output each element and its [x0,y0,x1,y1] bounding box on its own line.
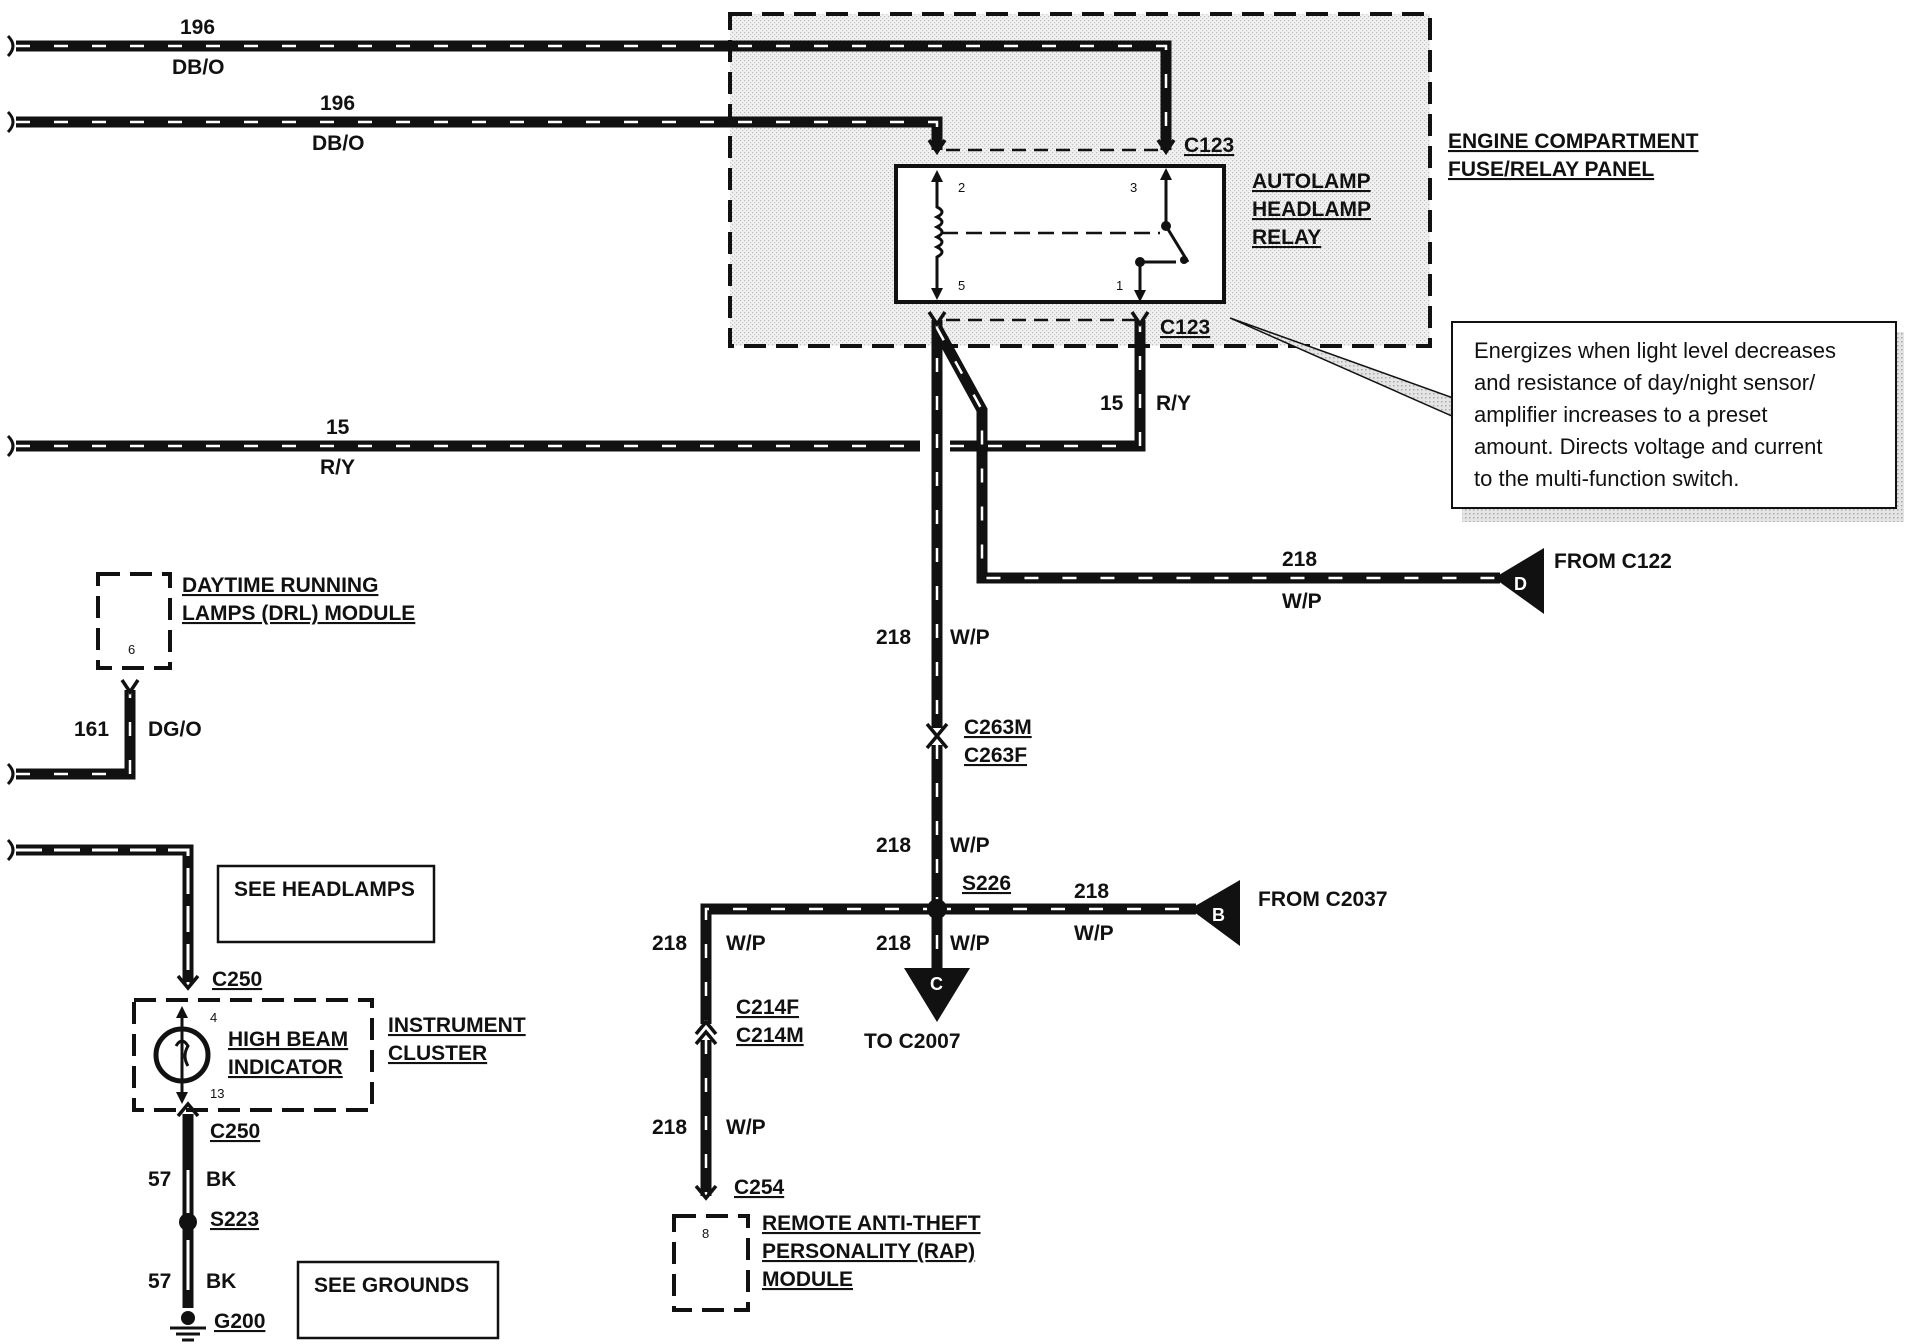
wire-161-color: DG/O [148,718,202,741]
wire-218-low-number: 218 [652,1116,687,1139]
wire-196-top-number: 196 [180,16,215,39]
relay-label-1: AUTOLAMP [1252,170,1371,193]
c250-top-label: C250 [212,968,262,991]
flag-c-letter: C [930,974,943,994]
see-headlamps-label: SEE HEADLAMPS [234,878,415,901]
wire-218-d-color: W/P [1282,590,1322,613]
s223-label: S223 [210,1208,259,1231]
c263f-label: C263F [964,744,1027,767]
ref-flag-b: B [1190,880,1240,946]
flag-b-letter: B [1212,905,1225,925]
rap-pin: 8 [702,1226,709,1241]
relay-pin-3: 3 [1130,180,1137,195]
note-line-2: and resistance of day/night sensor/ [1474,370,1816,395]
wire-218-mid-number: 218 [876,834,911,857]
c254-label: C254 [734,1176,785,1199]
wire-57b-color: BK [206,1270,236,1293]
see-headlamps-box [216,864,436,944]
wire-218-b-number: 218 [1074,880,1109,903]
c250-bottom-label: C250 [210,1120,260,1143]
drl-label-1: DAYTIME RUNNING [182,574,378,597]
relay-pin-2: 2 [958,180,965,195]
note-line-5: to the multi-function switch. [1474,466,1739,491]
wire-57b-number: 57 [148,1270,171,1293]
g200-label: G200 [214,1310,265,1333]
see-grounds-label: SEE GROUNDS [314,1274,469,1297]
drl-pin: 6 [128,642,135,657]
wire-218-low-color: W/P [726,1116,766,1139]
indicator-label-2: INDICATOR [228,1056,343,1079]
rap-label-3: MODULE [762,1268,853,1291]
wire-218-from-c122 [932,325,1500,584]
cluster-pin-13: 13 [210,1086,224,1101]
from-c122-label: FROM C122 [1554,550,1672,573]
note-line-4: amount. Directs voltage and current [1474,434,1823,459]
indicator-label-1: HIGH BEAM [228,1028,348,1051]
wire-218-top-number: 218 [876,626,911,649]
wire-196-top-color: DB/O [172,56,225,79]
wire-218-to-rap [700,903,937,1196]
instrument-cluster-box: 4 13 [132,998,374,1112]
wire-218-left-color: W/P [726,932,766,955]
note-line-3: amplifier increases to a preset [1474,402,1767,427]
from-c2037-label: FROM C2037 [1258,888,1388,911]
c214f-label: C214F [736,996,799,1019]
cluster-pin-4: 4 [210,1010,217,1025]
wire-218-c-number: 218 [876,932,911,955]
wire-15b-color: R/Y [1156,392,1191,415]
wire-218-b-color: W/P [1074,922,1114,945]
relay-pin-1: 1 [1116,278,1123,293]
relay-label-3: RELAY [1252,226,1321,249]
wire-196-second-number: 196 [320,92,355,115]
s226-label: S226 [962,872,1011,895]
flag-d-letter: D [1514,574,1527,594]
drl-module-box [96,572,172,670]
wire-15-color: R/Y [320,456,355,479]
ref-flag-d: D [1494,548,1544,614]
wire-15b-number: 15 [1100,392,1124,415]
wire-218-mid-color: W/P [950,834,990,857]
drl-label-2: LAMPS (DRL) MODULE [182,602,415,625]
wire-218-top-color: W/P [950,626,990,649]
c123-bottom-label: C123 [1160,316,1210,339]
ref-flag-c: C [904,968,970,1022]
relay-pin-5: 5 [958,278,965,293]
wire-161 [6,690,136,786]
fuse-panel-label-2: FUSE/RELAY PANEL [1448,158,1654,181]
note-callout: Energizes when light level decreases and… [1229,317,1904,522]
c263m-label: C263M [964,716,1032,739]
cluster-label-2: CLUSTER [388,1042,487,1065]
cluster-label-1: INSTRUMENT [388,1014,526,1037]
wire-196-second-color: DB/O [312,132,365,155]
wire-196-second [6,110,943,150]
c214m-label: C214M [736,1024,804,1047]
rap-label-1: REMOTE ANTI-THEFT [762,1212,981,1235]
wire-15-number: 15 [326,416,350,439]
wire-15 [6,320,1146,458]
wire-218-left-number: 218 [652,932,687,955]
wire-57a-number: 57 [148,1168,171,1191]
relay-label-2: HEADLAMP [1252,198,1371,221]
wire-high-beam-feed [6,838,194,984]
rap-label-2: PERSONALITY (RAP) [762,1240,975,1263]
splice-s223 [179,1213,197,1231]
wire-218-d-number: 218 [1282,548,1317,571]
rap-module-box [672,1214,750,1312]
to-c2007-label: TO C2007 [864,1030,961,1053]
connector-symbols [120,139,1176,1201]
fuse-panel-label-1: ENGINE COMPARTMENT [1448,130,1699,153]
wire-161-number: 161 [74,718,109,741]
wire-57a-color: BK [206,1168,236,1191]
splice-s226 [927,899,947,919]
note-line-1: Energizes when light level decreases [1474,338,1836,363]
autolamp-headlamp-relay: 2 3 5 1 [894,164,1226,304]
c123-top-label: C123 [1184,134,1234,157]
wire-196-top [6,34,1172,150]
see-grounds-box [296,1260,500,1340]
ground-symbol-g200 [170,1311,206,1342]
wire-218-c-color: W/P [950,932,990,955]
